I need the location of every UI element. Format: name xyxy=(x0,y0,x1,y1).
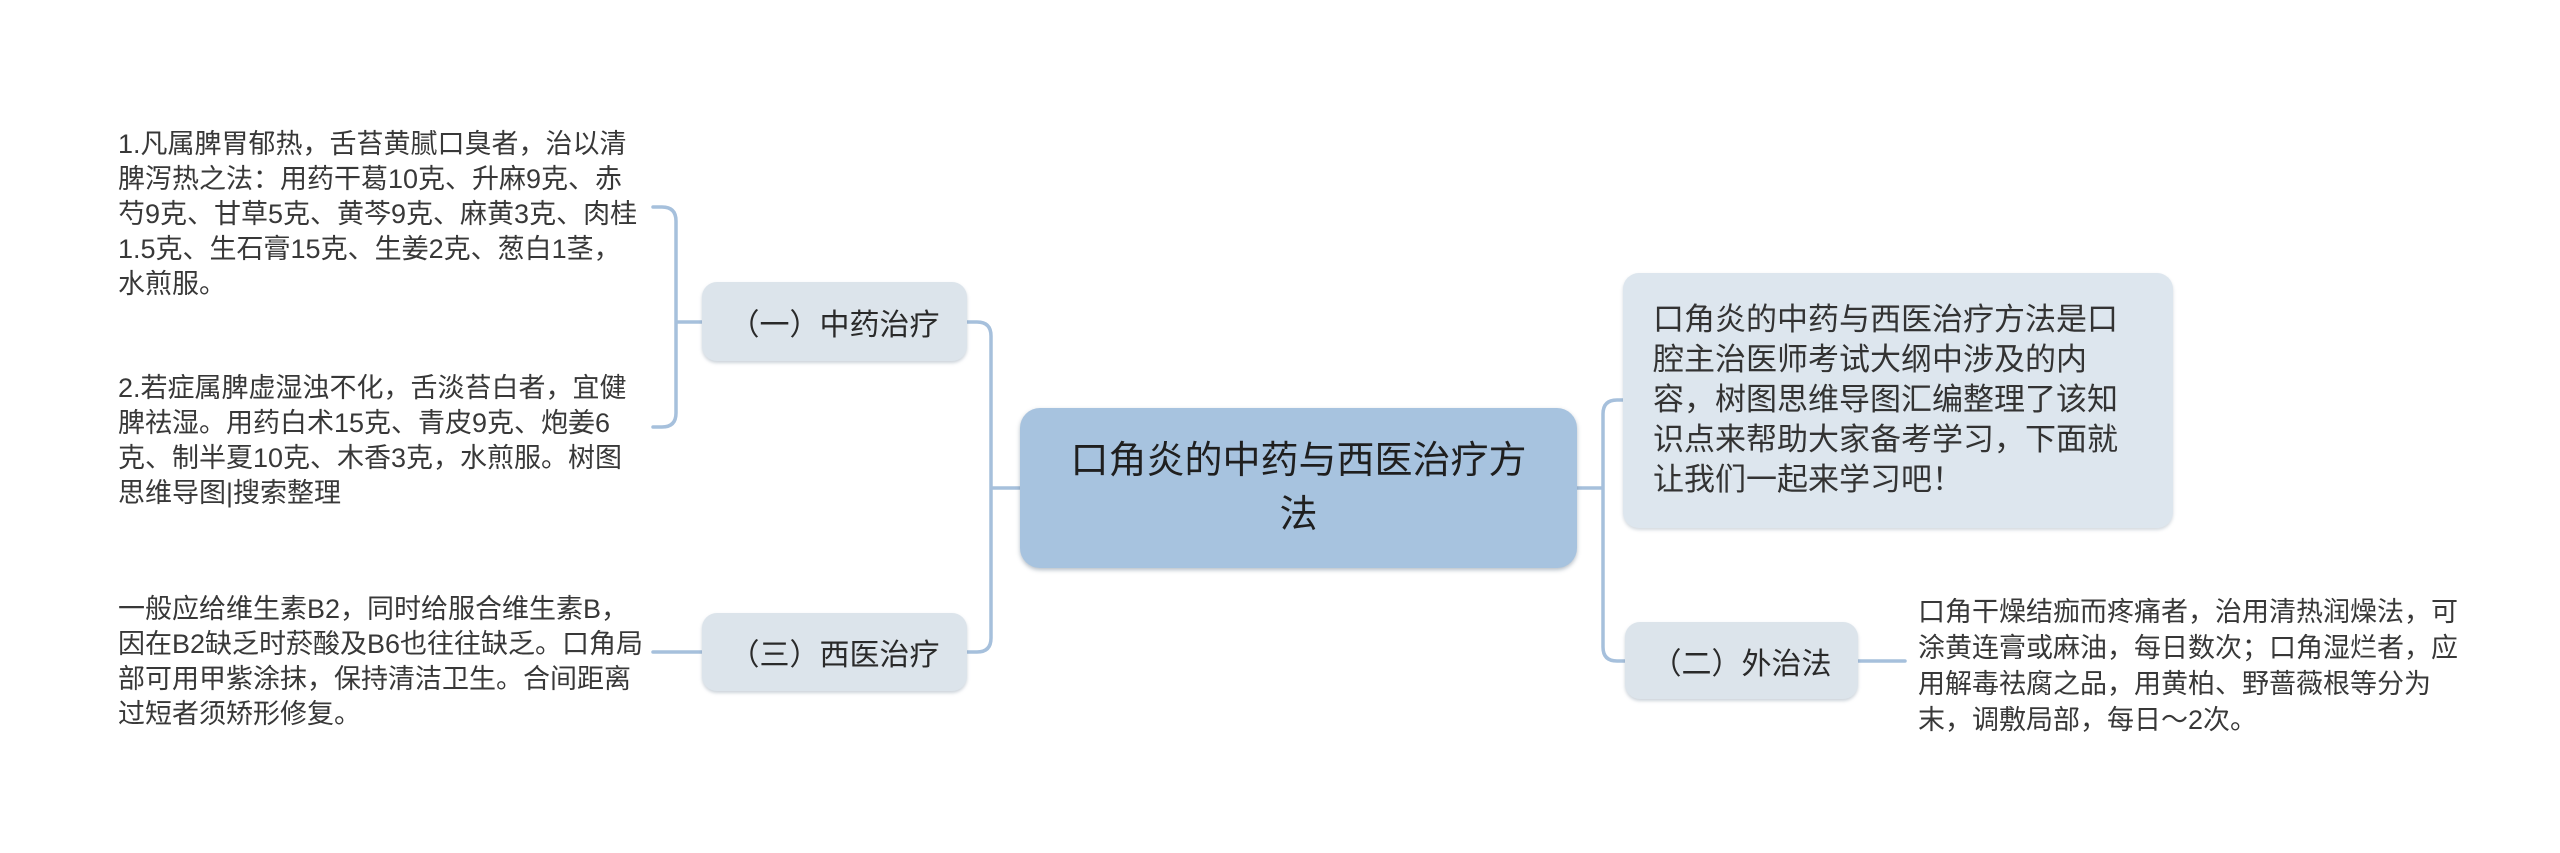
branch-node-western-treatment[interactable]: （三）西医治疗 xyxy=(702,613,967,691)
connector-tcm-notes-bracket xyxy=(651,205,704,429)
branch-node-external-label: （二）外治法 xyxy=(1651,647,1832,681)
branch-node-external-treatment[interactable]: （二）外治法 xyxy=(1625,622,1858,699)
branch-node-tcm-treatment[interactable]: （一）中药治疗 xyxy=(702,282,967,361)
branch-node-western-label: （三）西医治疗 xyxy=(729,639,940,672)
tcm-note-2[interactable]: 2.若症属脾虚湿浊不化，舌淡苔白者，宜健脾祛湿。用药白术15克、青皮9克、炮姜6… xyxy=(118,373,627,508)
intro-note-box[interactable]: 口角炎的中药与西医治疗方法是口腔主治医师考试大纲中涉及的内容，树图思维导图汇编整… xyxy=(1623,273,2173,528)
central-topic-label: 口角炎的中药与西医治疗方法 xyxy=(1070,440,1527,536)
western-treatment-note[interactable]: 一般应给维生素B2，同时给服合维生素B，因在B2缺乏时菸酸及B6也往往缺乏。口角… xyxy=(118,594,644,729)
central-topic-node[interactable]: 口角炎的中药与西医治疗方法 xyxy=(1020,408,1577,568)
tcm-note-1[interactable]: 1.凡属脾胃郁热，舌苔黄腻口臭者，治以清脾泻热之法：用药干葛10克、升麻9克、赤… xyxy=(118,129,638,299)
external-treatment-note[interactable]: 口角干燥结痂而疼痛者，治用清热润燥法，可涂黄连膏或麻油，每日数次；口角湿烂者，应… xyxy=(1918,597,2458,735)
connector-right-branches-bracket xyxy=(1575,398,1627,663)
connector-left-branches-bracket xyxy=(965,320,1023,654)
branch-node-tcm-label: （一）中药治疗 xyxy=(729,308,940,342)
